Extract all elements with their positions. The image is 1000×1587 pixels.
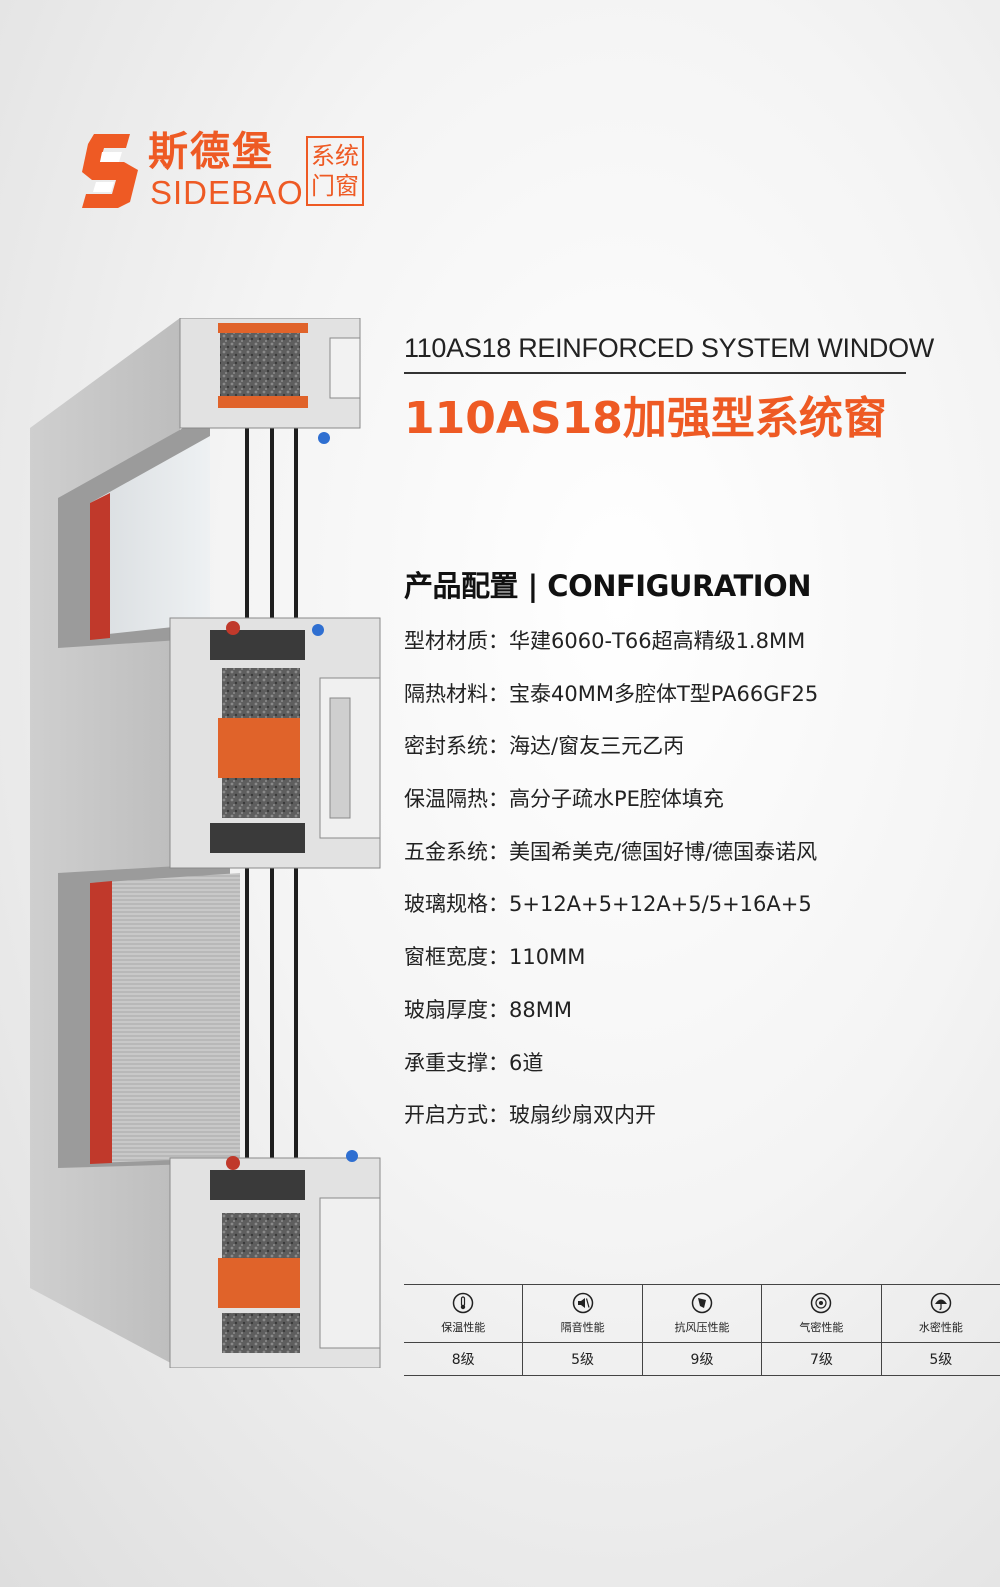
title-divider <box>404 372 906 374</box>
brand-name-en: SIDEBAO <box>150 174 304 211</box>
performance-cell: 隔音性能 5级 <box>522 1285 642 1375</box>
performance-value: 5级 <box>571 1352 595 1368</box>
performance-value: 5级 <box>929 1352 953 1368</box>
performance-label: 保温性能 <box>441 1321 486 1334</box>
airtight-icon <box>811 1292 832 1314</box>
brand-tag-line2: 门窗 <box>311 172 359 200</box>
performance-label: 隔音性能 <box>560 1321 605 1334</box>
sound-icon <box>572 1292 593 1314</box>
config-item: 承重支撑：6道 <box>404 1050 544 1075</box>
config-item: 保温隔热：高分子疏水PE腔体填充 <box>404 787 724 812</box>
performance-label: 抗风压性能 <box>674 1321 730 1334</box>
product-title-en: 110AS18 REINFORCED SYSTEM WINDOW <box>404 333 934 363</box>
product-title-cn: 110AS18加强型系统窗 <box>404 393 887 444</box>
wind-icon <box>691 1292 713 1314</box>
brand-tag-line1: 系统 <box>311 142 359 170</box>
umbrella-icon <box>930 1292 952 1314</box>
configuration-list: 型材材质：华建6060-T66超高精级1.8MM 隔热材料：宝泰40MM多腔体T… <box>404 628 818 1155</box>
config-item: 玻璃规格：5+12A+5+12A+5/5+16A+5 <box>404 892 812 917</box>
brand-logo: 斯德堡 SIDEBAO 系统 门窗 <box>78 128 378 212</box>
performance-cell: 气密性能 7级 <box>761 1285 881 1375</box>
brand-name-cn: 斯德堡 <box>148 129 274 175</box>
config-item: 型材材质：华建6060-T66超高精级1.8MM <box>404 629 806 653</box>
config-item: 五金系统：美国希美克/德国好博/德国泰诺风 <box>404 839 818 864</box>
performance-label: 水密性能 <box>918 1321 963 1334</box>
performance-value: 8级 <box>451 1352 475 1368</box>
performance-value: 7级 <box>809 1352 833 1368</box>
config-item: 隔热材料：宝泰40MM多腔体T型PA66GF25 <box>404 681 819 706</box>
performance-cell: 水密性能 5级 <box>880 1285 1000 1375</box>
config-item: 密封系统：海达/窗友三元乙丙 <box>404 734 685 759</box>
configuration-heading: 产品配置 | CONFIGURATION <box>404 569 811 603</box>
brand-tag: 系统 门窗 <box>306 136 364 206</box>
performance-label: 气密性能 <box>799 1321 844 1334</box>
performance-table: 保温性能 8级 隔音性能 5级 抗风压性能 9级 <box>404 1284 1000 1376</box>
config-item: 开启方式：玻扇纱扇双内开 <box>404 1103 656 1128</box>
performance-cell: 抗风压性能 9级 <box>641 1285 762 1375</box>
config-item: 玻扇厚度：88MM <box>404 997 572 1022</box>
thermometer-icon <box>452 1292 474 1314</box>
performance-value: 9级 <box>690 1352 714 1368</box>
config-item: 窗框宽度：110MM <box>404 945 586 970</box>
window-section-illustration <box>30 318 381 1368</box>
logo-mark-icon <box>82 134 138 208</box>
performance-cell: 保温性能 8级 <box>404 1285 523 1375</box>
